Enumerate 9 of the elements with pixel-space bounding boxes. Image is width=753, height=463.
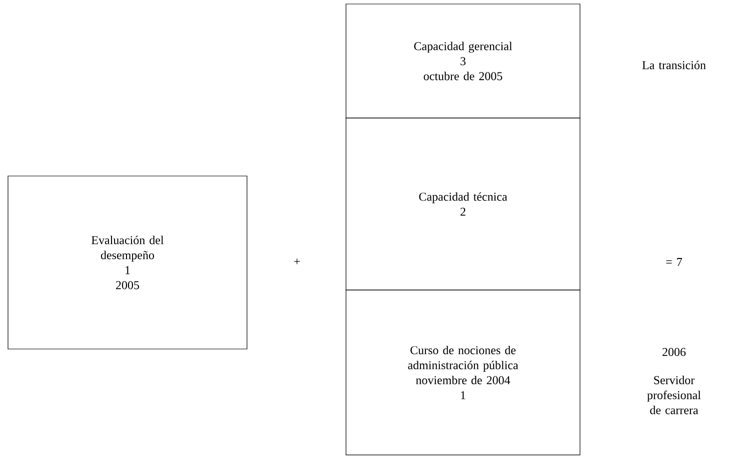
text-box: Capacidad técnica 2 (346, 118, 580, 290)
text-box: Evaluación del desempeño 1 2005 (8, 176, 248, 350)
text-label: + (294, 258, 300, 264)
text-label: La transición (642, 60, 706, 70)
text-label: 2006 (662, 348, 686, 356)
text-box: Curso de nociones de administración pública noviembre de 2004 1 (346, 290, 580, 456)
text-box: Capacidad gerencial 3 octubre de 2005 (346, 4, 580, 118)
text-label: Servidor profesional de carrera (647, 376, 701, 414)
text-label: = 7 (666, 258, 682, 266)
